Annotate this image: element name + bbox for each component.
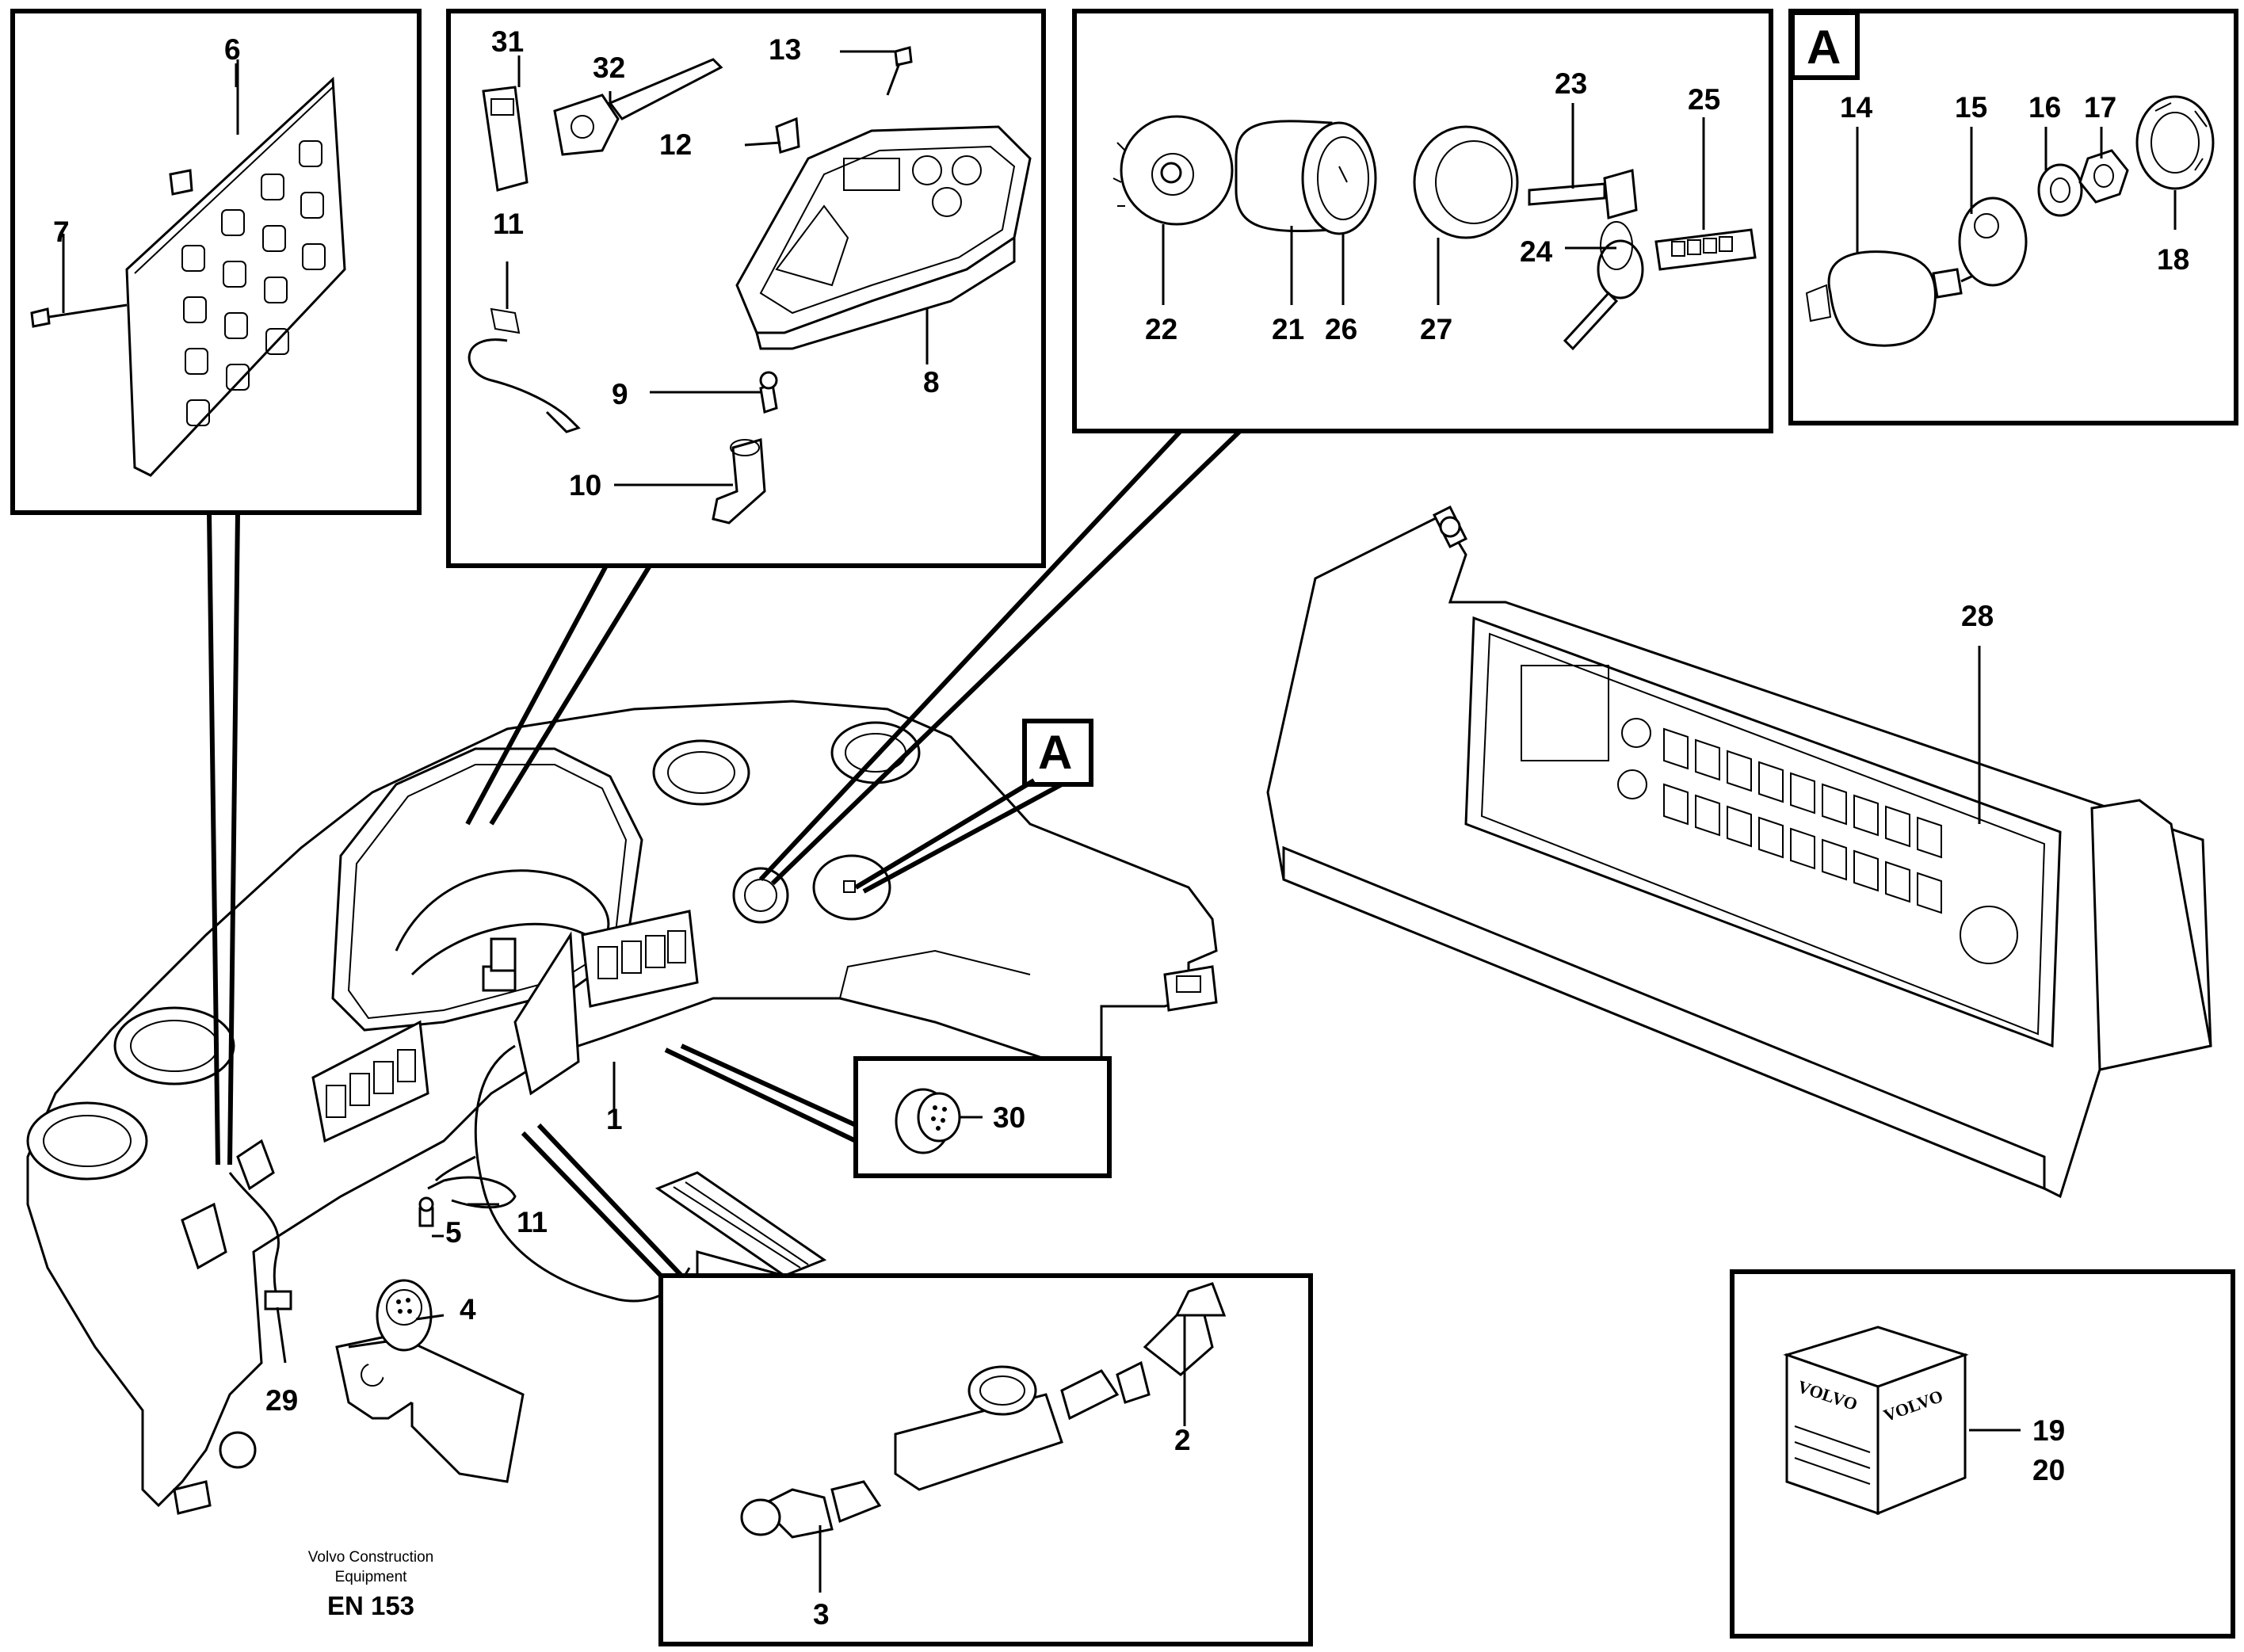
detail-box-cluster (446, 9, 1046, 568)
switch-bank-left (311, 1020, 429, 1143)
callout-27: 27 (1420, 313, 1452, 345)
leader-lines (62, 50, 2177, 1593)
callout-labels: 1 2 3 4 5 6 7 8 9 10 11 11 12 13 14 15 1… (53, 25, 2189, 1631)
socket-bracket (335, 1196, 525, 1483)
callout-28: 28 (1961, 600, 1994, 632)
callout-17: 17 (2084, 91, 2116, 124)
cable-tie-lower (427, 1176, 517, 1209)
callout-32: 32 (593, 52, 625, 84)
callout-9: 9 (612, 378, 628, 410)
dashboard-assembly (26, 700, 1218, 1515)
callout-2: 2 (1174, 1424, 1191, 1456)
callout-5: 5 (445, 1216, 462, 1249)
callout-6: 6 (224, 33, 241, 66)
callout-11-cluster: 11 (493, 208, 524, 240)
badge-a-detail: A (1807, 21, 1841, 74)
callout-21: 21 (1272, 313, 1304, 345)
badge-a-frame (1022, 719, 1093, 787)
footer-code: EN 153 (327, 1591, 414, 1620)
callout-31: 31 (491, 25, 524, 58)
detail-box-a (1788, 9, 2238, 425)
callout-12: 12 (659, 128, 692, 161)
callout-3: 3 (813, 1598, 830, 1631)
detail-box-ignition (1072, 9, 1773, 433)
callout-16: 16 (2028, 91, 2061, 124)
badge-a-dashboard: A (1038, 726, 1072, 779)
callout-23: 23 (1555, 67, 1587, 100)
footer-company-line2: Equipment (335, 1569, 408, 1585)
detail-box-keypad (10, 9, 422, 515)
zoom-connectors (207, 429, 1242, 1278)
callout-10: 10 (569, 469, 601, 502)
callout-14: 14 (1840, 91, 1873, 124)
detail-box-lever-switch (658, 1273, 1313, 1646)
callout-4: 4 (460, 1293, 476, 1326)
callout-20: 20 (2032, 1454, 2065, 1486)
detail-box-carton: VOLVO VOLVO (1730, 1269, 2235, 1639)
callout-29: 29 (265, 1384, 298, 1417)
callout-26: 26 (1325, 313, 1357, 345)
right-switch-panel (1266, 505, 2212, 1199)
callout-25: 25 (1688, 83, 1720, 116)
callout-24: 24 (1520, 235, 1553, 268)
callout-19: 19 (2032, 1414, 2065, 1447)
callout-22: 22 (1145, 313, 1177, 345)
footer-company: Volvo Construction (308, 1549, 433, 1566)
callout-15: 15 (1955, 91, 1987, 124)
callout-30: 30 (993, 1101, 1025, 1134)
callout-7: 7 (53, 216, 70, 248)
footer: Volvo Construction Equipment EN 153 (308, 1549, 433, 1620)
callout-8: 8 (923, 366, 940, 399)
callout-18: 18 (2157, 243, 2189, 276)
switch-bank-center (581, 910, 699, 1008)
callout-13: 13 (769, 33, 801, 66)
callout-1: 1 (606, 1103, 623, 1135)
callout-11-lower: 11 (517, 1206, 548, 1238)
